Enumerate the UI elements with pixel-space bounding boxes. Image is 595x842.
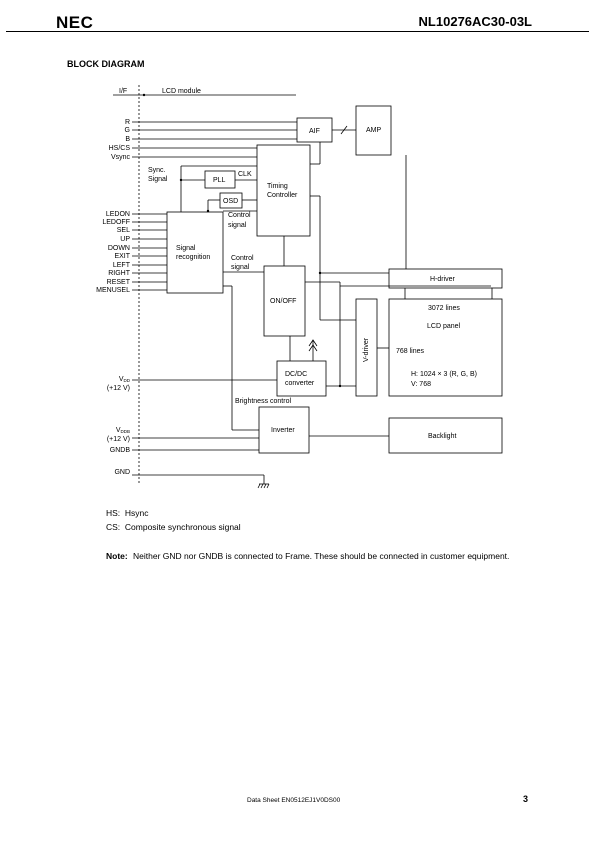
input-signal-labels: R G B HS/CS Vsync: [109, 119, 131, 161]
control-input-label: LEDON: [106, 211, 130, 218]
note-label: Note:: [106, 551, 128, 561]
timing-label-line1: Timing: [267, 183, 288, 190]
model-number: NL10276AC30-03L: [418, 14, 532, 29]
module-label: LCD module: [162, 88, 201, 95]
control-input-label: DOWN: [108, 245, 130, 252]
panel-lines-label: 3072 lines: [428, 305, 460, 312]
amp-label: AMP: [366, 127, 382, 134]
hdriver-label: H-driver: [430, 276, 456, 283]
signal-vsync-label: Vsync: [111, 154, 131, 161]
vddb-value-label: (+12 V): [107, 436, 130, 443]
interface-label: I/F: [119, 88, 127, 95]
amp-block: [355, 105, 392, 156]
footer-doc-id: Data Sheet EN0512EJ1V0DS00: [247, 797, 341, 804]
backlight-label: Backlight: [428, 433, 456, 440]
power-labels: VDD (+12 V) VDDB (+12 V) GNDB GND: [107, 376, 131, 476]
signal-r-label: R: [125, 119, 130, 126]
backlight-block: [388, 417, 503, 454]
lcd-panel-block: [388, 298, 503, 397]
vdd-label: VDD: [119, 376, 131, 383]
section-title: BLOCK DIAGRAM: [67, 59, 145, 69]
dcdc-label-line2: converter: [285, 380, 315, 387]
panel-vlines-label: 768 lines: [396, 348, 425, 355]
dcdc-label-line1: DC/DC: [285, 371, 307, 378]
control-input-labels: LEDON LEDOFF SEL UP DOWN EXIT LEFT RIGHT…: [96, 211, 131, 294]
vdd-value-label: (+12 V): [107, 385, 130, 392]
definition-abbr: CS:: [106, 522, 121, 532]
osd-label: OSD: [223, 198, 238, 205]
control-input-label: LEDOFF: [102, 219, 130, 226]
brightness-control-label: Brightness control: [235, 398, 291, 405]
control-input-label: LEFT: [113, 262, 131, 269]
panel-title-label: LCD panel: [427, 323, 461, 330]
timing-label-line2: Controller: [267, 192, 298, 199]
control-input-label: SEL: [117, 227, 130, 234]
control-input-label: RIGHT: [108, 270, 131, 277]
signal-g-label: G: [125, 127, 130, 134]
pll-block: [204, 170, 236, 189]
control-signal-2-line2: signal: [231, 264, 250, 271]
gndb-label: GNDB: [110, 447, 131, 454]
company-logo: NEC: [56, 13, 94, 32]
signal-b-label: B: [125, 136, 130, 143]
osd-block: [219, 192, 243, 209]
hdriver-block: [388, 268, 503, 289]
note-text: Neither GND nor GNDB is connected to Fra…: [133, 551, 510, 561]
onoff-block: [263, 265, 306, 337]
vdriver-label: V-driver: [363, 337, 370, 362]
signal-recognition-line1: Signal: [176, 245, 196, 252]
aif-label: AIF: [309, 128, 320, 135]
sync-label-line2: Signal: [148, 176, 168, 183]
control-input-label: EXIT: [114, 253, 130, 260]
definition-cs: CS: Composite synchronous signal: [106, 522, 241, 532]
gnd-label: GND: [114, 469, 130, 476]
definition-hs: HS: Hsync: [106, 508, 149, 518]
signal-recognition-block: [166, 211, 224, 294]
definition-text: Composite synchronous signal: [124, 522, 241, 532]
sync-label-line1: Sync.: [148, 167, 166, 174]
control-signal-2-line1: Control: [231, 255, 254, 262]
onoff-label: ON/OFF: [270, 298, 296, 305]
control-signal-1-line1: Control: [228, 212, 251, 219]
vddb-label: VDDB: [116, 427, 130, 434]
definition-abbr: HS:: [106, 508, 121, 518]
definition-text: Hsync: [124, 508, 149, 518]
inverter-label: Inverter: [271, 427, 295, 434]
control-signal-1-line2: signal: [228, 222, 247, 229]
panel-v-label: V: 768: [411, 381, 431, 388]
control-input-label: UP: [120, 236, 130, 243]
timing-controller-block: [256, 144, 311, 237]
pll-label: PLL: [213, 177, 226, 184]
header-rule: [6, 31, 589, 32]
control-input-label: RESET: [107, 279, 131, 286]
page-number: 3: [523, 794, 529, 804]
clk-label: CLK: [238, 171, 252, 178]
dcdc-converter-block: [276, 360, 327, 397]
signal-recognition-line2: recognition: [176, 254, 210, 261]
vdriver-block: [355, 298, 378, 397]
control-input-label: MENUSEL: [96, 287, 130, 294]
panel-h-label: H: 1024 × 3 (R, G, B): [411, 371, 477, 378]
signal-hscs-label: HS/CS: [109, 145, 131, 152]
